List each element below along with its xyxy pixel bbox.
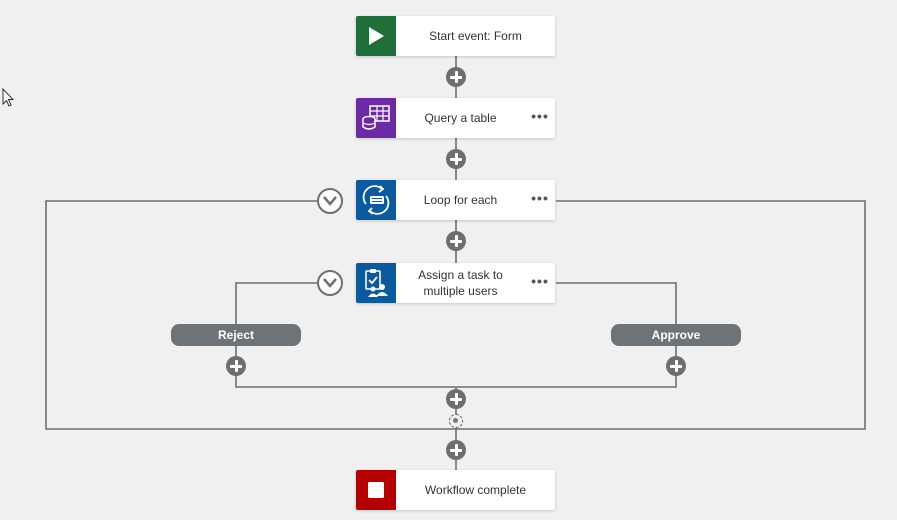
collapse-assign-button[interactable] [317, 270, 343, 296]
add-step-button-1[interactable] [446, 67, 466, 87]
query-more-options-button[interactable]: ••• [531, 108, 549, 124]
loop-icon [362, 185, 390, 215]
assign-task-node[interactable]: Assign a task to multiple users ••• [356, 263, 555, 303]
add-step-approve-button[interactable] [666, 356, 686, 376]
loop-tile [356, 180, 396, 220]
add-step-button-3[interactable] [446, 231, 466, 251]
reject-branch-label[interactable]: Reject [171, 324, 301, 346]
workflow-complete-node[interactable]: Workflow complete [356, 470, 555, 510]
add-step-after-branches-button[interactable] [446, 389, 466, 409]
stop-icon [368, 482, 384, 498]
table-database-icon [362, 105, 390, 130]
query-tile [356, 98, 396, 138]
task-users-icon [365, 269, 388, 297]
start-event-label: Start event: Form [429, 29, 522, 43]
chevron-down-icon [323, 278, 337, 288]
query-table-node[interactable]: Query a table ••• [356, 98, 555, 138]
loop-more-options-button[interactable]: ••• [531, 190, 549, 206]
approve-branch-label[interactable]: Approve [611, 324, 741, 346]
add-step-button-2[interactable] [446, 149, 466, 169]
chevron-down-icon [323, 196, 337, 206]
loop-for-each-label: Loop for each [423, 193, 498, 207]
collapse-loop-button[interactable] [317, 188, 343, 214]
start-tile [356, 16, 396, 56]
assign-tile [356, 263, 396, 303]
add-step-reject-button[interactable] [226, 356, 246, 376]
end-tile [356, 470, 396, 510]
mouse-cursor-icon [2, 88, 15, 107]
workflow-complete-label: Workflow complete [424, 483, 527, 497]
query-table-label: Query a table [424, 111, 497, 125]
loop-end-marker-icon [449, 414, 463, 428]
assign-task-label: Assign a task to multiple users [418, 268, 503, 298]
assign-more-options-button[interactable]: ••• [531, 273, 549, 289]
add-step-after-loop-button[interactable] [446, 440, 466, 460]
loop-for-each-node[interactable]: Loop for each ••• [356, 180, 555, 220]
play-icon [369, 27, 384, 45]
start-event-node[interactable]: Start event: Form [356, 16, 555, 56]
